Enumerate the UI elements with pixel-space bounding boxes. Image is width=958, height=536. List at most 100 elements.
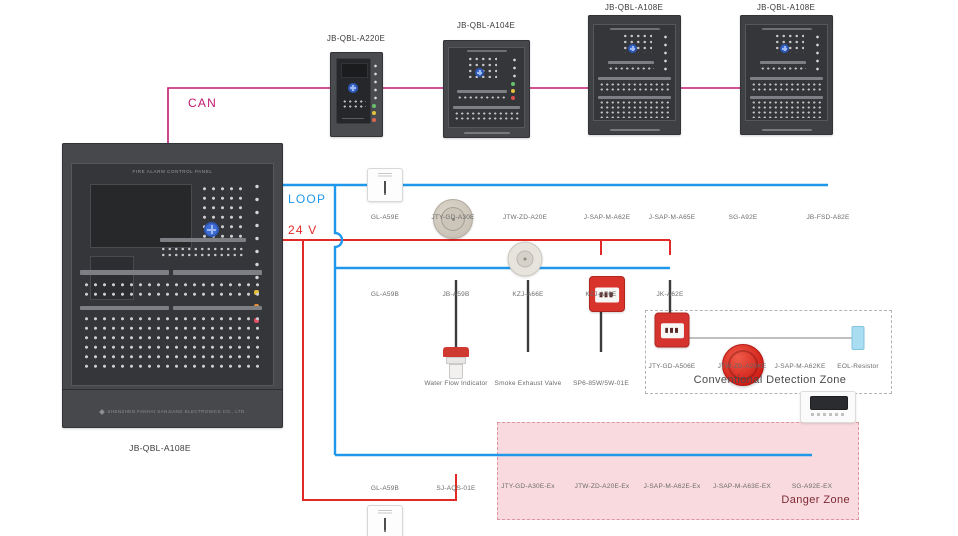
a108e-face xyxy=(745,24,828,121)
panel-seam xyxy=(62,389,283,390)
indicator-led-grid xyxy=(622,33,652,53)
device-label: SG-A92E-EX xyxy=(791,483,833,490)
main-panel-face: FIRE ALARM CONTROL PANEL xyxy=(71,163,274,386)
panel-title-line xyxy=(761,28,812,30)
a220e-display-core xyxy=(336,58,371,124)
brand-logo-icon xyxy=(99,408,106,415)
panel-slot-bar xyxy=(80,270,169,275)
wfi-cap xyxy=(443,347,469,357)
can-bus-line xyxy=(167,87,742,143)
panel-slot-bar xyxy=(160,238,246,242)
isolator-module-device xyxy=(367,168,403,202)
panel-slot-bar xyxy=(80,306,169,310)
brand-micro-line xyxy=(761,129,812,131)
danger-zone xyxy=(497,422,859,520)
device-label: GL-A59E xyxy=(370,214,400,221)
navigation-dpad xyxy=(204,222,219,237)
led-column xyxy=(814,33,820,75)
device-label: J-SAP-M-A62E xyxy=(583,214,631,221)
brand-micro-line xyxy=(463,132,510,134)
navigation-dpad xyxy=(475,68,484,77)
green-led xyxy=(511,82,515,86)
zone-button-grid xyxy=(751,100,822,118)
device-label: J-SAP-M-A65E xyxy=(648,214,696,221)
a104e-face xyxy=(448,47,525,128)
green-led xyxy=(372,104,376,108)
lcd-screen xyxy=(90,184,192,248)
smoke-detector-device xyxy=(433,199,473,239)
device-label: SG-A92E xyxy=(728,214,758,221)
panel-slot-bar xyxy=(457,90,507,93)
device-label: GL-A59B xyxy=(370,485,400,492)
device-label: JTY-GD-A30E-Ex xyxy=(501,483,555,490)
device-label: SP6-85W/5W-01E xyxy=(573,380,629,387)
conventional-zone-title: Conventional Detection Zone xyxy=(693,374,847,386)
panel-slot-bar xyxy=(608,61,654,64)
led-column xyxy=(372,62,377,102)
panel-a220e xyxy=(330,52,383,137)
panel-slot-bar xyxy=(453,106,520,109)
panel-a108e-2 xyxy=(740,15,833,135)
main-fire-alarm-panel: FIRE ALARM CONTROL PANEL SHENZHEN FANHAI… xyxy=(62,143,283,428)
panel-slot-bar xyxy=(598,96,671,99)
a108e-face xyxy=(593,24,676,121)
yellow-led xyxy=(372,111,376,115)
lcd-screen xyxy=(341,63,368,78)
power-24v-line xyxy=(283,239,671,501)
device-label: KZJ-A76E xyxy=(585,291,617,298)
alarm-sounder-device xyxy=(722,344,764,386)
device-label: J-SAP-M-A62KE xyxy=(774,363,826,370)
manual-call-point-device xyxy=(589,276,625,312)
function-button-row xyxy=(457,95,507,101)
device-label: JB-A59B xyxy=(442,291,470,298)
eol-resistor-device xyxy=(851,326,865,350)
device-label: JTW-ZD-A20E-Ex xyxy=(574,483,630,490)
device-label: EOL-Resistor xyxy=(837,363,879,370)
panel-a108e-1-label: JB-QBL-A108E xyxy=(604,3,664,12)
panel-slot-bar xyxy=(750,77,823,80)
led-column xyxy=(252,180,262,284)
navigation-dpad xyxy=(628,44,637,53)
panel-a108e-1 xyxy=(588,15,681,135)
indicator-led-grid xyxy=(467,56,497,78)
led-column xyxy=(511,56,516,80)
main-panel-label: JB-QBL-A108E xyxy=(129,443,191,453)
panel-a108e-2-label: JB-QBL-A108E xyxy=(756,3,816,12)
panel-slot-bar xyxy=(598,77,671,80)
device-label: J-SAP-M-A63E-EX xyxy=(713,483,771,490)
zone-button-grid xyxy=(454,111,519,121)
panel-slot-bar xyxy=(173,306,262,310)
function-button-row xyxy=(608,66,654,72)
zone-button-grid xyxy=(82,280,262,300)
heat-detector-device xyxy=(507,241,543,277)
panel-a104e xyxy=(443,40,530,138)
yellow-led xyxy=(511,89,515,93)
water-flow-indicator-device xyxy=(442,347,470,379)
floor-display-device xyxy=(800,391,856,423)
function-button-row xyxy=(160,246,246,259)
device-label: JTY-GD-A30E xyxy=(431,214,475,221)
panel-slot-bar xyxy=(173,270,262,275)
panel-slot-bar xyxy=(750,96,823,99)
zone-button-grid xyxy=(82,314,262,369)
device-label: JB-FSD-A82E xyxy=(806,214,850,221)
zone-button-grid xyxy=(751,82,822,93)
brand-line: SHENZHEN FANHAI SANJIANG ELECTRONICS CO.… xyxy=(62,408,283,415)
wfi-body xyxy=(449,364,463,379)
button-grid xyxy=(342,99,366,109)
navigation-dpad xyxy=(348,83,358,93)
device-drop-lines xyxy=(454,280,672,352)
brand-micro-line xyxy=(609,129,660,131)
brand-micro-line xyxy=(342,117,364,119)
device-label: SJ-AQS-01E xyxy=(436,485,476,492)
panel-title-line xyxy=(466,50,507,52)
device-label: JTW-ZD-A20E xyxy=(502,214,548,221)
navigation-dpad xyxy=(780,44,789,53)
device-label: JK-A62E xyxy=(656,291,684,298)
panel-a104e-label: JB-QBL-A104E xyxy=(456,21,516,30)
power-24v-label: 24 V xyxy=(288,223,318,237)
loop-line xyxy=(283,183,828,457)
danger-zone-title: Danger Zone xyxy=(781,494,850,506)
